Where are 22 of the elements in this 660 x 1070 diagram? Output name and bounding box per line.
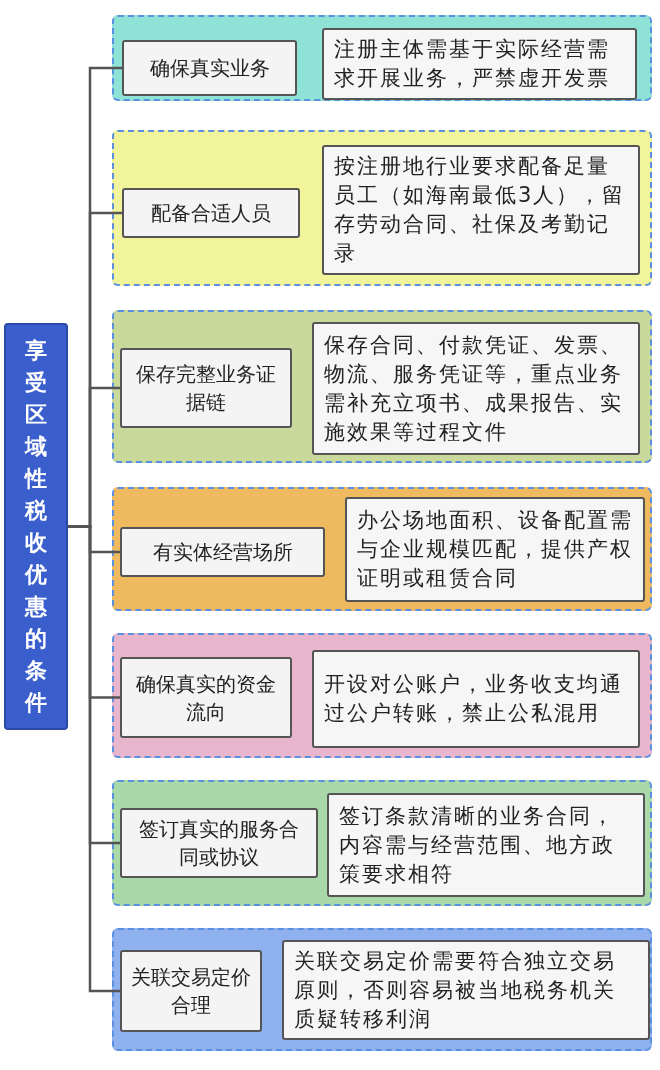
description-box: 办公场地面积、设备配置需与企业规模匹配，提供产权证明或租赁合同 [345,497,645,602]
condition-box: 有实体经营场所 [120,527,325,577]
condition-box: 配备合适人员 [122,188,300,238]
group-band [112,780,652,906]
description-box: 签订条款清晰的业务合同，内容需与经营范围、地方政策要求相符 [327,793,645,897]
condition-box: 确保真实业务 [122,40,297,96]
description-box: 保存合同、付款凭证、发票、物流、服务凭证等，重点业务需补充立项书、成果报告、实施效果等过程文件 [312,322,640,455]
description-box: 关联交易定价需要符合独立交易原则，否则容易被当地税务机关质疑转移利润 [282,940,650,1040]
group-band [112,633,652,758]
title-box: 享受区域性税收优惠的条件 [4,323,68,730]
condition-box: 关联交易定价合理 [120,950,262,1032]
group-band [112,130,652,286]
condition-box: 确保真实的资金流向 [120,657,292,738]
group-band [112,928,652,1051]
condition-box: 保存完整业务证据链 [120,348,292,428]
description-box: 按注册地行业要求配备足量员工（如海南最低3人），留存劳动合同、社保及考勤记录 [322,145,640,275]
group-band [112,15,652,101]
condition-box: 签订真实的服务合同或协议 [120,808,318,878]
description-box: 注册主体需基于实际经营需求开展业务，严禁虚开发票 [322,28,637,100]
description-box: 开设对公账户，业务收支均通过公户转账，禁止公私混用 [312,650,640,748]
group-band [112,310,652,463]
group-band [112,487,652,611]
